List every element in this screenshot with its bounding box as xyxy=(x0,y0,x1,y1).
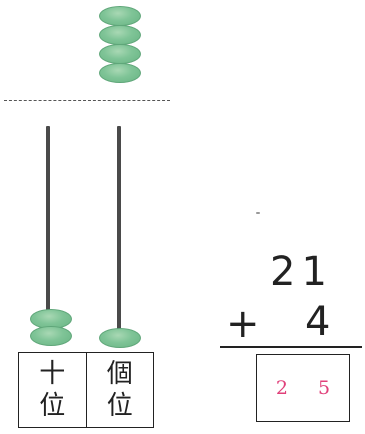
ones-bead-1 xyxy=(99,328,141,348)
answer-text: 2 5 xyxy=(275,377,343,399)
addend-2: 4 xyxy=(305,299,337,345)
plus-sign: + xyxy=(226,301,266,347)
upper-bead-2 xyxy=(99,25,141,45)
place-value-box: 十 位 個 位 xyxy=(18,352,154,428)
addend-1: 21 xyxy=(270,249,333,295)
tens-rod xyxy=(46,126,50,334)
tens-place-label: 十 位 xyxy=(19,353,86,427)
tens-label-line2: 位 xyxy=(39,391,66,421)
ones-label-line1: 個 xyxy=(106,359,133,389)
ones-rod xyxy=(117,126,121,334)
tens-bead-2 xyxy=(30,326,72,346)
answer-box: 2 5 xyxy=(256,354,350,422)
upper-bead-4 xyxy=(99,63,141,83)
sum-line xyxy=(220,346,362,348)
tens-label-line1: 十 xyxy=(39,359,66,389)
dashed-separator xyxy=(4,100,170,101)
upper-bead-1 xyxy=(99,6,141,26)
upper-bead-3 xyxy=(99,44,141,64)
ones-label-line2: 位 xyxy=(106,391,133,421)
ones-place-label: 個 位 xyxy=(85,353,154,427)
scan-speck xyxy=(256,212,260,214)
